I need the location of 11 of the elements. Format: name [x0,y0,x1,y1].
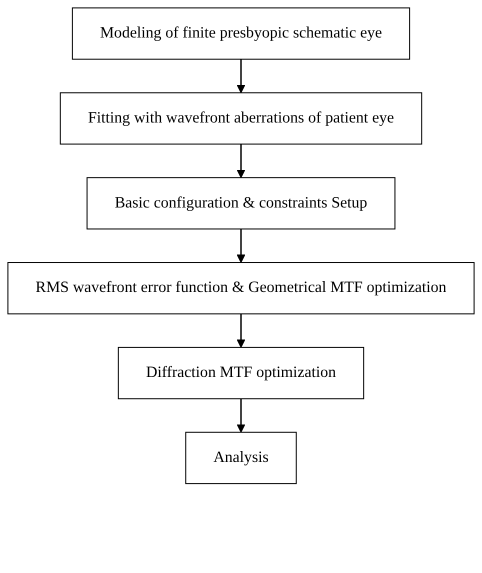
node-box: Diffraction MTF optimization [118,346,364,400]
node-box: Modeling of finite presbyopic schematic eye [72,7,410,60]
arrow [236,228,246,263]
arrow [236,314,246,348]
arrow [236,59,246,94]
node-box: Fitting with wavefront aberrations of patient eye [60,92,422,145]
node-box: Analysis [185,432,297,484]
node-box: Basic configuration & constraints Setup [86,177,396,230]
arrow [236,398,246,433]
arrow [236,144,246,178]
node-box: RMS wavefront error function & Geometrical MTF optimization [7,262,475,314]
